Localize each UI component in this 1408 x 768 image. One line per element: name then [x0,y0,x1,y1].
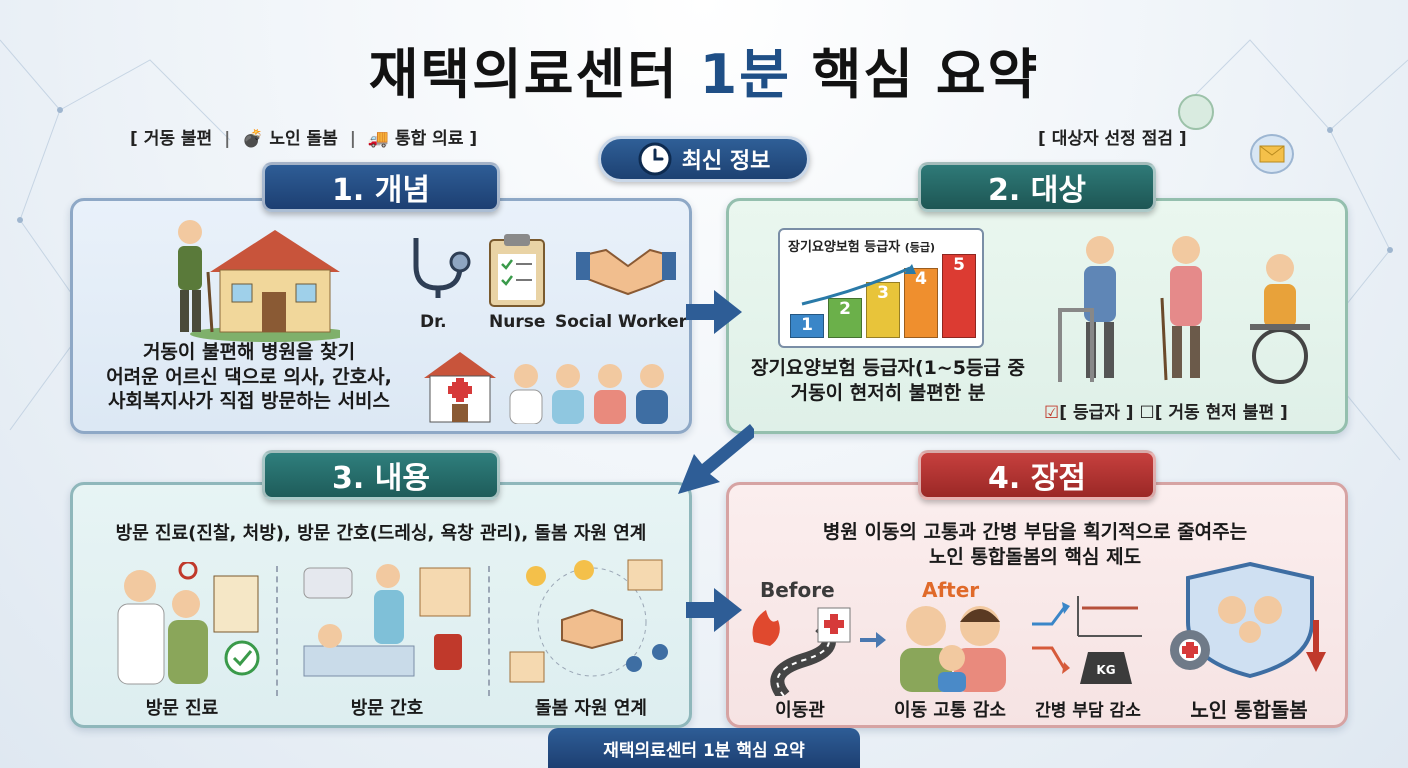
section-header-target: 2. 대상 [918,162,1156,212]
bomb-icon: 💣 [242,129,264,149]
truck-icon: 🚚 [367,129,390,149]
staff-group-illustration [509,364,668,424]
content-description: 방문 진료(진찰, 처방), 방문 간호(드레싱, 욕창 관리), 돌봄 자원 … [115,523,647,544]
benefit-label-travel: 이동관 [775,700,825,721]
target-description: 장기요양보험 등급자(1~5등급 중 거동이 현저히 불편한 분 [750,357,1026,404]
kg-weight-label: KG [1096,663,1115,677]
integrated-care-shield-illustration [1170,561,1326,678]
flow-arrow-2-to-3 [678,424,754,494]
grade-bar-1: 1 [790,314,824,338]
section-header-benefit: 4. 장점 [918,450,1156,500]
role-doctor: Dr. [420,312,447,332]
burden-decrease-illustration: KG [1032,596,1142,684]
divider [488,566,490,696]
globe-icon [1178,94,1214,130]
grade-bar-3: 3 [866,282,900,338]
benefit-description: 병원 이동의 고통과 간병 부담을 획기적으로 줄여주는 노인 통합돌봄의 핵심… [822,521,1248,568]
hospital-icon [424,352,496,423]
grade-bar-5: 5 [942,254,976,338]
tagline-right: [ 대상자 선정 점검 ] [1038,129,1187,149]
section-header-content: 3. 내용 [262,450,500,500]
clock-icon [638,142,672,176]
home-visit-illustration [178,220,340,342]
after-label: After [922,578,980,602]
grade-chart: 장기요양보험 등급자 (등급) 1 2 3 4 5 [778,228,984,348]
stethoscope-icon [413,238,471,298]
handshake-icon [576,248,676,296]
role-social-worker: Social Worker [555,312,688,332]
mail-icon [1250,134,1294,174]
flow-arrow-1-to-2 [686,290,742,334]
trend-arrow-icon [801,264,916,306]
target-checklist: ☑[ 등급자 ] ☐[ 거동 현저 불편 ] [1044,403,1288,423]
page-title: 재택의료센터 1분 핵심 요약 [368,43,1040,106]
grade-chart-title: 장기요양보험 등급자 [788,240,901,255]
latest-info-badge: 최신 정보 [598,136,810,182]
home-nursing-illustration [303,564,471,677]
content-item-care-linkage: 돌봄 자원 연계 [535,698,647,719]
role-nurse: Nurse [489,312,546,332]
section-header-concept: 1. 개념 [262,162,500,212]
content-item-home-nursing: 방문 간호 [350,698,424,719]
content-item-home-treatment: 방문 진료 [145,698,219,719]
hard-travel-illustration [752,607,851,696]
grade-bar-4: 4 [904,268,938,338]
unchecked-box-icon[interactable]: ☐ [1139,403,1155,423]
home-treatment-illustration [117,562,260,685]
tag-mobility: 거동 불편 [143,129,213,149]
benefit-label-less-pain: 이동 고통 감소 [894,700,1006,721]
care-network-illustration [509,559,668,683]
footer-banner: 재택의료센터 1분 핵심 요약 [548,728,860,768]
arrow-right-icon [860,632,886,648]
grade-chart-tag: (등급) [904,241,935,254]
tag-integrated-care: 통합 의료 [394,129,464,149]
flow-arrow-3-to-4 [686,588,742,632]
before-label: Before [760,578,835,602]
elderly-people-illustration [1058,236,1310,384]
happy-family-illustration [900,606,1006,692]
tag-elder-care: 노인 돌봄 [269,129,338,149]
clipboard-icon [489,234,545,307]
checked-box-icon[interactable]: ☑ [1044,403,1060,423]
grade-bar-2: 2 [828,298,862,338]
benefit-label-less-burden: 간병 부담 감소 [1035,701,1141,721]
tagline-left: [ 거동 불편 | 💣 노인 돌봄 | 🚚 통합 의료 ] [130,129,478,149]
benefit-label-integrated-care: 노인 통합돌봄 [1190,698,1308,722]
divider [276,566,278,696]
concept-description: 거동이 불편해 병원을 찾기 어려운 어르신 댁으로 의사, 간호사, 사회복지… [106,341,392,413]
